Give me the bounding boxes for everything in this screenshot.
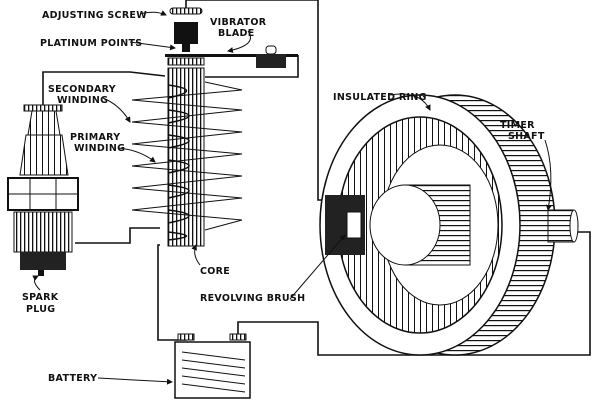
label-spark-plug-2: PLUG bbox=[26, 304, 55, 315]
label-insulated-ring: INSULATED RING bbox=[333, 92, 427, 103]
vibrator-assembly bbox=[165, 7, 298, 68]
adjusting-screw-body bbox=[174, 22, 198, 44]
label-primary-winding-1: PRIMARY bbox=[70, 132, 120, 143]
vibrator-blade bbox=[165, 54, 298, 57]
label-battery: BATTERY bbox=[48, 373, 97, 384]
secondary-winding bbox=[131, 81, 243, 231]
platinum-points bbox=[167, 57, 205, 66]
label-adjusting-screw: ADJUSTING SCREW bbox=[42, 10, 147, 21]
label-timer-shaft-1: TIMER bbox=[500, 120, 535, 131]
label-timer-shaft-2: SHAFT bbox=[508, 131, 545, 142]
blade-mount bbox=[256, 54, 286, 68]
label-primary-winding-2: WINDING bbox=[74, 143, 125, 154]
label-revolving-brush: REVOLVING BRUSH bbox=[200, 293, 305, 304]
battery bbox=[174, 333, 251, 399]
label-core: CORE bbox=[200, 266, 230, 277]
label-leaders bbox=[32, 10, 552, 385]
label-secondary-winding-2: WINDING bbox=[57, 95, 108, 106]
label-platinum-points: PLATINUM POINTS bbox=[40, 38, 142, 49]
label-spark-plug-1: SPARK bbox=[22, 292, 59, 303]
spark-plug bbox=[7, 104, 79, 276]
label-vibrator-blade-2: BLADE bbox=[218, 28, 255, 39]
coil bbox=[131, 67, 243, 247]
primary-winding bbox=[167, 84, 190, 241]
timer bbox=[319, 94, 579, 356]
label-secondary-winding-1: SECONDARY bbox=[48, 84, 116, 95]
label-vibrator-blade-1: VIBRATOR bbox=[210, 17, 267, 28]
adjusting-screw-head bbox=[169, 7, 203, 15]
